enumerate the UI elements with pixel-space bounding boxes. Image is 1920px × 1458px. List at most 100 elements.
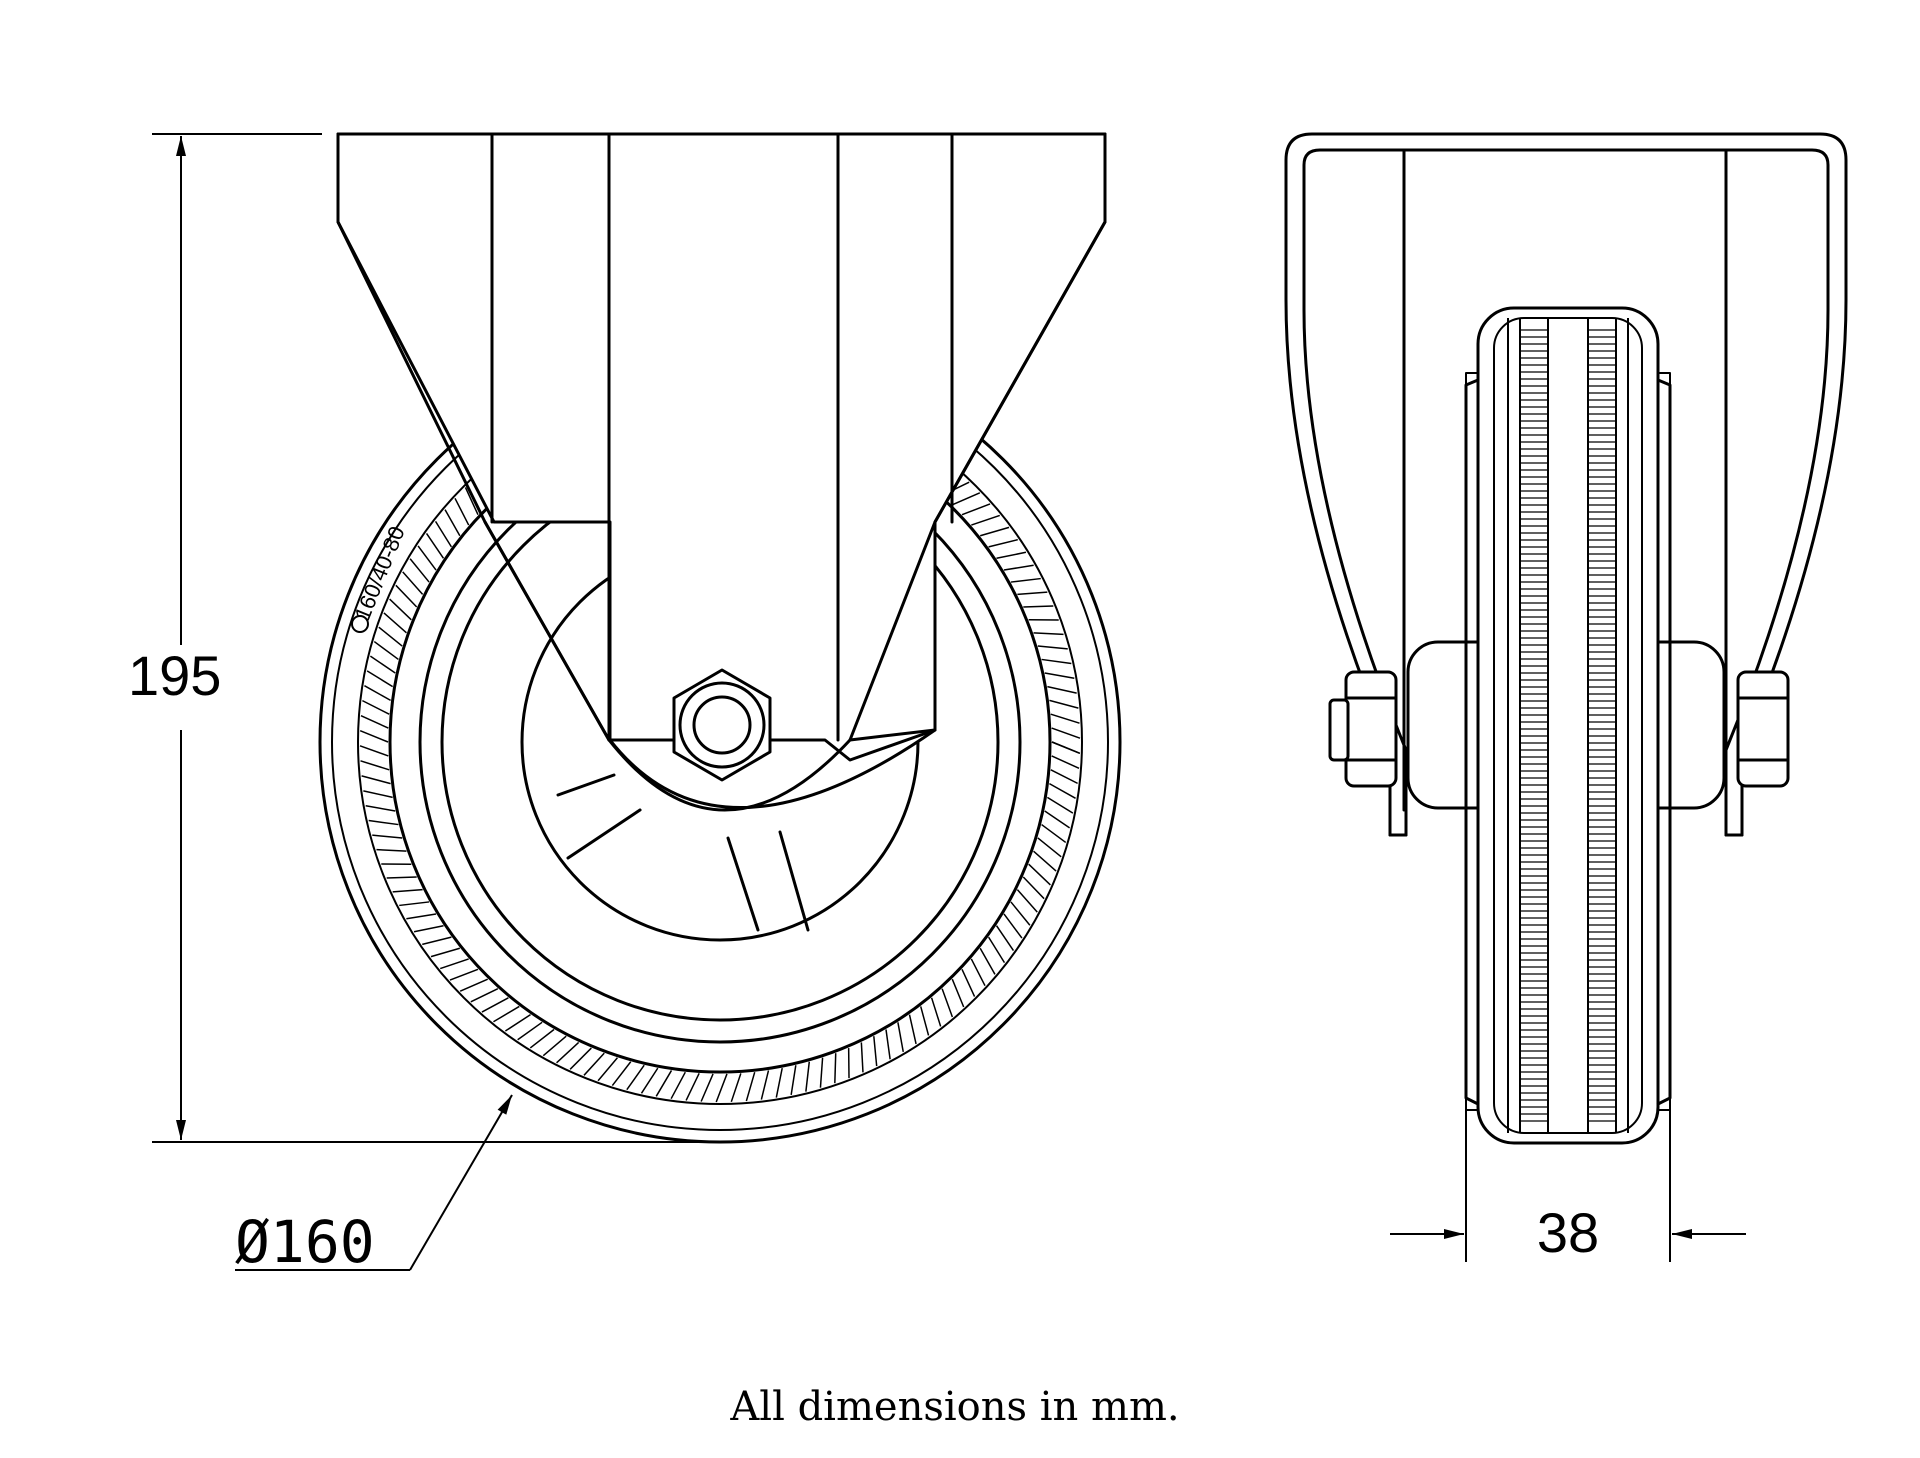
tread-hatch-line: [361, 775, 391, 785]
axle-bolt-side: [1328, 670, 1790, 788]
tread-hatch-line: [413, 924, 444, 933]
tread-hatch-line: [1041, 658, 1072, 665]
tread-hatch-line: [597, 1057, 618, 1082]
width-dimension: 38: [1390, 1100, 1746, 1264]
tread-hatch-line: [459, 978, 489, 992]
tread-hatch-line: [517, 1021, 543, 1041]
tread-hatch-line: [970, 958, 986, 987]
tread-hatch-line: [1051, 755, 1080, 770]
tread-hatch-line: [359, 729, 389, 743]
tread-hatch-line: [897, 1022, 904, 1053]
tread-hatch-line: [730, 1073, 742, 1103]
tread-hatch-line: [1044, 672, 1075, 679]
tread-hatch-line: [996, 551, 1027, 560]
tread-hatch-line: [685, 1073, 700, 1101]
tread-hatch-line: [481, 997, 509, 1013]
tread-hatch-line: [930, 997, 942, 1027]
tread-hatch-line: [670, 1071, 686, 1100]
tread-hatch-line: [941, 988, 954, 1018]
tread-hatch-line: [700, 1073, 714, 1102]
tread-hatch-line: [368, 819, 399, 826]
tread-hatch-line: [1010, 901, 1031, 926]
diameter-dimension: Ø160: [235, 1094, 513, 1276]
tread-hatch-line: [1049, 782, 1076, 799]
tread-hatch-line: [425, 533, 445, 559]
tread-hatch-line: [504, 1013, 531, 1032]
tread-hatch-line: [1041, 823, 1067, 844]
tread-hatch-line: [1044, 810, 1071, 829]
tread-hatch-line: [920, 1006, 930, 1036]
front-view: 160/40-80: [318, 132, 1122, 1144]
tread-hatch-line: [1037, 645, 1068, 650]
tread-hatch-line: [464, 487, 479, 516]
side-view: [1284, 132, 1848, 1145]
tread-hatch-line: [449, 968, 479, 981]
tread-hatch-line: [1033, 632, 1064, 636]
tread-hatch-line: [402, 571, 424, 595]
tread-hatch-line: [359, 745, 389, 757]
tread-hatch-line: [987, 936, 1006, 964]
tread-hatch-line: [362, 699, 390, 715]
tread-hatch-line: [626, 1064, 645, 1091]
tread-hatch-line: [372, 834, 403, 839]
tread-hatch-line: [1003, 913, 1023, 939]
tread-hatch-line: [569, 1047, 592, 1070]
units-note: All dimensions in mm.: [729, 1384, 1179, 1430]
tread-hatch-line: [386, 876, 417, 879]
tread-hatch-line: [366, 670, 394, 688]
tread-hatch-line: [1023, 605, 1054, 608]
tread-hatch-line: [961, 968, 976, 997]
height-dimension: 195: [128, 133, 720, 1143]
tread-hatch-line: [409, 558, 430, 583]
tread-hatch-line: [392, 888, 423, 893]
tread-hatch-line: [951, 978, 965, 1008]
tread-hatch-line: [529, 1028, 555, 1049]
tread-hatch-line: [1050, 769, 1078, 785]
bracket-side: [1284, 132, 1848, 837]
tread-hatch-line: [1046, 796, 1074, 814]
tread-hatch-line: [988, 538, 1018, 548]
height-value: 195: [128, 644, 221, 707]
tread-hatch-line: [417, 545, 437, 571]
diameter-value: Ø160: [235, 1208, 375, 1276]
tread-hatch-line: [364, 685, 391, 702]
tread-hatch-line: [542, 1035, 567, 1057]
tread-hatch-line: [979, 526, 1010, 537]
tread-hatch-line: [365, 805, 396, 812]
tread-hatch-line: [995, 925, 1015, 951]
tread-hatch-line: [406, 913, 437, 920]
tread-hatch-line: [611, 1061, 632, 1086]
tread-hatch-line: [1017, 591, 1048, 596]
tread-hatch-line: [360, 714, 389, 729]
tread-hatch-line: [1047, 685, 1077, 694]
tread-hatch-line: [961, 503, 991, 516]
tread-hatch-line: [1049, 699, 1079, 709]
tread-hatch-line: [745, 1071, 756, 1102]
tread-hatch-line: [389, 598, 412, 621]
tread-hatch-line: [1003, 564, 1034, 571]
tread-hatch-line: [775, 1067, 783, 1098]
bracket-front: [336, 132, 1107, 812]
tread-hatch-line: [444, 509, 461, 537]
tread-hatch-line: [1050, 713, 1080, 724]
tread-hatch-line: [790, 1065, 797, 1096]
tread-hatch-line: [951, 492, 981, 506]
tread-hatch-line: [376, 848, 407, 852]
width-value: 38: [1537, 1201, 1599, 1264]
tread-hatch-line: [655, 1070, 673, 1097]
tread-hatch-line: [908, 1014, 917, 1045]
tread-hatch-line: [971, 514, 1001, 526]
tread-hatch-line: [422, 936, 452, 946]
tread-hatch-line: [493, 1005, 520, 1023]
tread-hatch-line: [363, 790, 393, 799]
tread-hatch-line: [439, 958, 469, 970]
tread-hatch-line: [715, 1073, 728, 1103]
tread-hatch-line: [383, 612, 407, 634]
axle-nut-front: [672, 668, 772, 782]
tread-hatch-line: [1022, 876, 1045, 900]
tread-hatch-line: [360, 760, 390, 771]
wheel-side: [1464, 306, 1672, 1145]
tread-hatch-line: [1051, 727, 1081, 739]
tread-hatch-line: [1016, 889, 1038, 913]
